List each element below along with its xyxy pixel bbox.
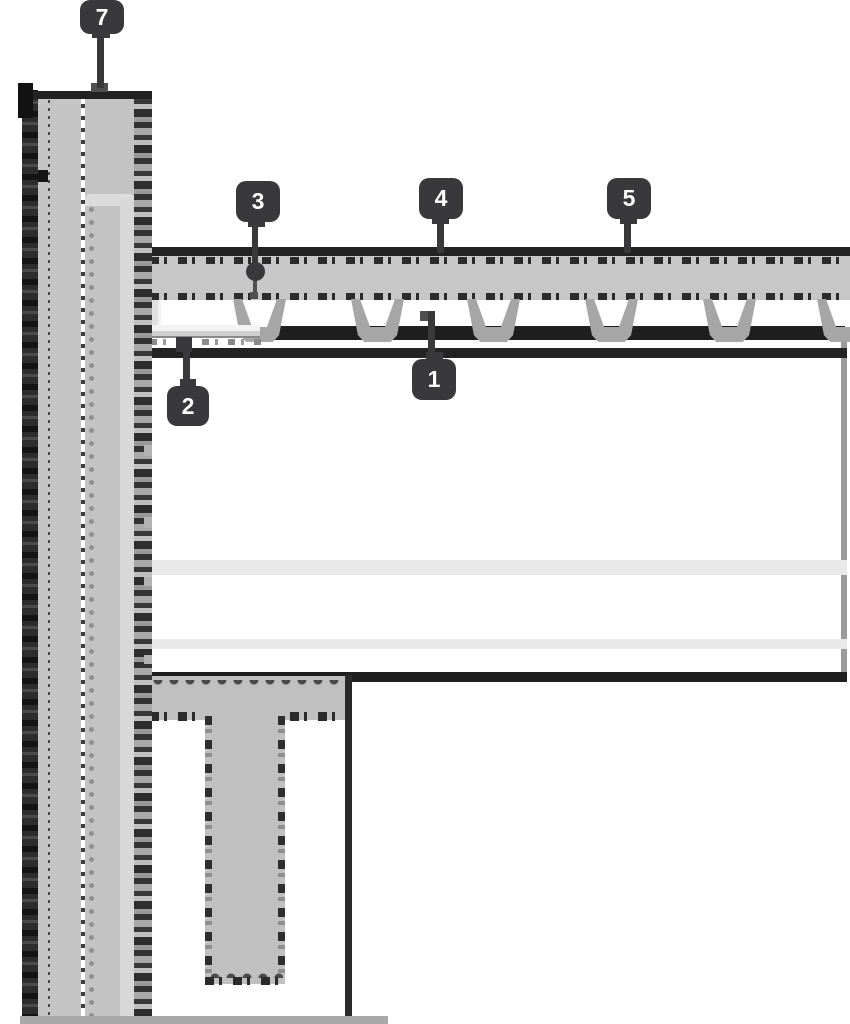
edge-angle-stipple bbox=[150, 339, 262, 345]
callout-3-fastener-dot bbox=[246, 262, 265, 281]
edge-angle-horizontal-leg bbox=[148, 325, 260, 338]
callout-1-pointer-tip bbox=[420, 311, 431, 321]
wall-outer-edge bbox=[22, 90, 38, 1024]
wall-outer-board bbox=[38, 92, 81, 1024]
wall-nub bbox=[144, 517, 152, 528]
beam-web-bottom-edge bbox=[205, 977, 285, 985]
wall-seam-line-2 bbox=[81, 92, 85, 1024]
callout-1-badge: 1 bbox=[412, 359, 456, 400]
callout-3-badge: 3 bbox=[236, 181, 280, 222]
beam-flange-top-stipple bbox=[150, 680, 345, 691]
deck-lower-line bbox=[148, 348, 847, 358]
deck-rib bbox=[467, 299, 520, 342]
callout-2-tab bbox=[180, 379, 196, 387]
callout-5-tab bbox=[620, 216, 637, 224]
callout-7-tab bbox=[92, 31, 110, 38]
callout-2-dot bbox=[176, 337, 192, 352]
wall-seam-line-1 bbox=[48, 92, 50, 1024]
beam-web-right-edge bbox=[278, 716, 285, 980]
callout-4-pointer bbox=[437, 217, 444, 253]
wall-nub bbox=[144, 655, 152, 664]
beam-web-left-edge bbox=[205, 716, 212, 980]
beam-web bbox=[205, 712, 285, 984]
callout-1-tab bbox=[426, 352, 443, 360]
wall-nub bbox=[144, 445, 152, 456]
callout-2-label: 2 bbox=[181, 392, 195, 419]
bottom-cut-band bbox=[20, 1016, 388, 1024]
light-band-upper bbox=[148, 560, 847, 575]
deck-bottom-flange bbox=[268, 326, 845, 340]
wall-top-corner-block bbox=[18, 83, 33, 118]
beam-web-bottom-stipple bbox=[207, 968, 283, 978]
callout-3-pointer bbox=[252, 222, 258, 266]
wall-top-cap-line bbox=[33, 91, 152, 99]
right-cut-line bbox=[841, 337, 847, 682]
wall-inner-edge bbox=[134, 92, 152, 1024]
wall-notch bbox=[38, 170, 48, 182]
callout-7-badge: 7 bbox=[80, 0, 124, 34]
slab-top-line bbox=[148, 247, 850, 256]
beam-level-line bbox=[148, 672, 847, 682]
deck-rib bbox=[703, 299, 756, 342]
callout-3-label: 3 bbox=[251, 188, 265, 214]
callout-1-pointer bbox=[428, 311, 435, 360]
callout-2-pointer bbox=[183, 350, 190, 388]
callout-5-badge: 5 bbox=[607, 178, 651, 219]
callout-4-tab bbox=[432, 216, 449, 224]
wall-insulation-strip bbox=[120, 198, 134, 1024]
callout-7-label: 7 bbox=[95, 3, 109, 30]
callout-5-pointer bbox=[624, 217, 631, 253]
beam-edge-cut-line bbox=[345, 675, 352, 1018]
callout-4-label: 4 bbox=[434, 185, 448, 211]
callout-3-fastener-end bbox=[250, 292, 258, 299]
wall-fastener-dots bbox=[88, 206, 95, 1024]
light-band-lower bbox=[148, 639, 847, 649]
deck-rib bbox=[351, 299, 404, 342]
callout-4-badge: 4 bbox=[419, 178, 463, 219]
deck-rib bbox=[585, 299, 638, 342]
callout-3-tab bbox=[248, 219, 265, 227]
slab-bottom-stipple bbox=[150, 293, 850, 300]
wall-nub bbox=[144, 577, 152, 586]
callout-2-badge: 2 bbox=[167, 386, 209, 426]
callout-3-fastener-shank bbox=[253, 279, 257, 296]
callout-5-label: 5 bbox=[622, 185, 636, 211]
callout-1-label: 1 bbox=[427, 366, 441, 392]
slab-top-stipple bbox=[150, 257, 850, 264]
callout-7-pointer bbox=[97, 30, 104, 88]
